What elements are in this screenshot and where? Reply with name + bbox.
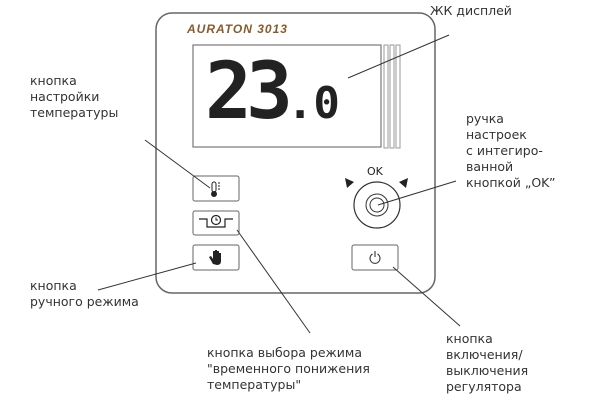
label-knob: ручка настроек с интегиро- ванной кнопко…	[466, 111, 556, 190]
label-lcd: ЖК дисплей	[430, 3, 512, 18]
label-power-button: кнопка включения/ выключения регулятора	[446, 331, 529, 394]
lcd-temperature-readout: 23.0	[205, 42, 340, 142]
hand-icon	[209, 250, 221, 265]
arrow-right-icon	[399, 178, 408, 188]
settings-knob[interactable]	[353, 181, 401, 229]
temperature-button[interactable]	[192, 175, 240, 202]
setback-mode-button[interactable]	[192, 210, 240, 236]
label-mode-button: кнопка выбора режима "временного понижен…	[207, 345, 370, 392]
lcd-stripes	[383, 44, 401, 149]
label-manual-button: кнопка ручного режима	[30, 278, 139, 309]
thermometer-icon	[211, 181, 220, 197]
brand-logo: AURATON 3013	[187, 22, 288, 36]
clock-setback-icon	[199, 218, 233, 228]
manual-mode-button[interactable]	[192, 244, 240, 271]
ok-label: OK	[367, 165, 383, 178]
arrow-left-icon	[345, 178, 354, 188]
leader-lines	[97, 34, 461, 334]
power-icon	[369, 251, 381, 264]
lcd-screen	[192, 44, 382, 148]
label-temperature-button: кнопка настройки температуры	[30, 73, 119, 120]
lcd-integer: 23	[205, 47, 293, 137]
power-button[interactable]	[351, 244, 399, 271]
lcd-decimal: .0	[286, 78, 340, 129]
